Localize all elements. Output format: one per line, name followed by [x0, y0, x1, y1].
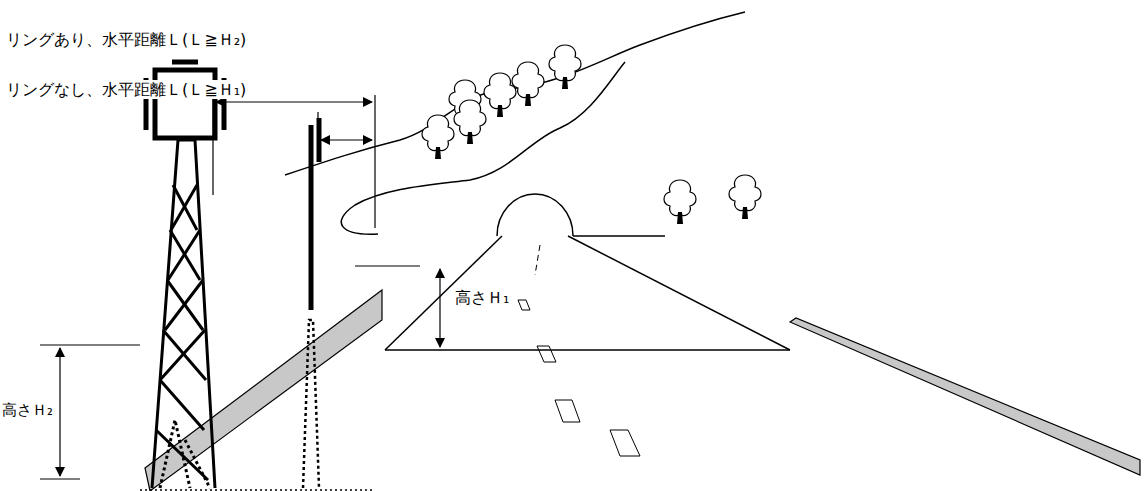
distance-label: リングなし、水平距離Ｌ(Ｌ≧Ｈ₁) [4, 80, 248, 99]
height-label: 高さＨ₂ [0, 402, 55, 419]
distance-label: リングあり、水平距離Ｌ(Ｌ≧Ｈ₂) [4, 30, 248, 49]
height-label: 高さＨ₁ [453, 288, 511, 307]
